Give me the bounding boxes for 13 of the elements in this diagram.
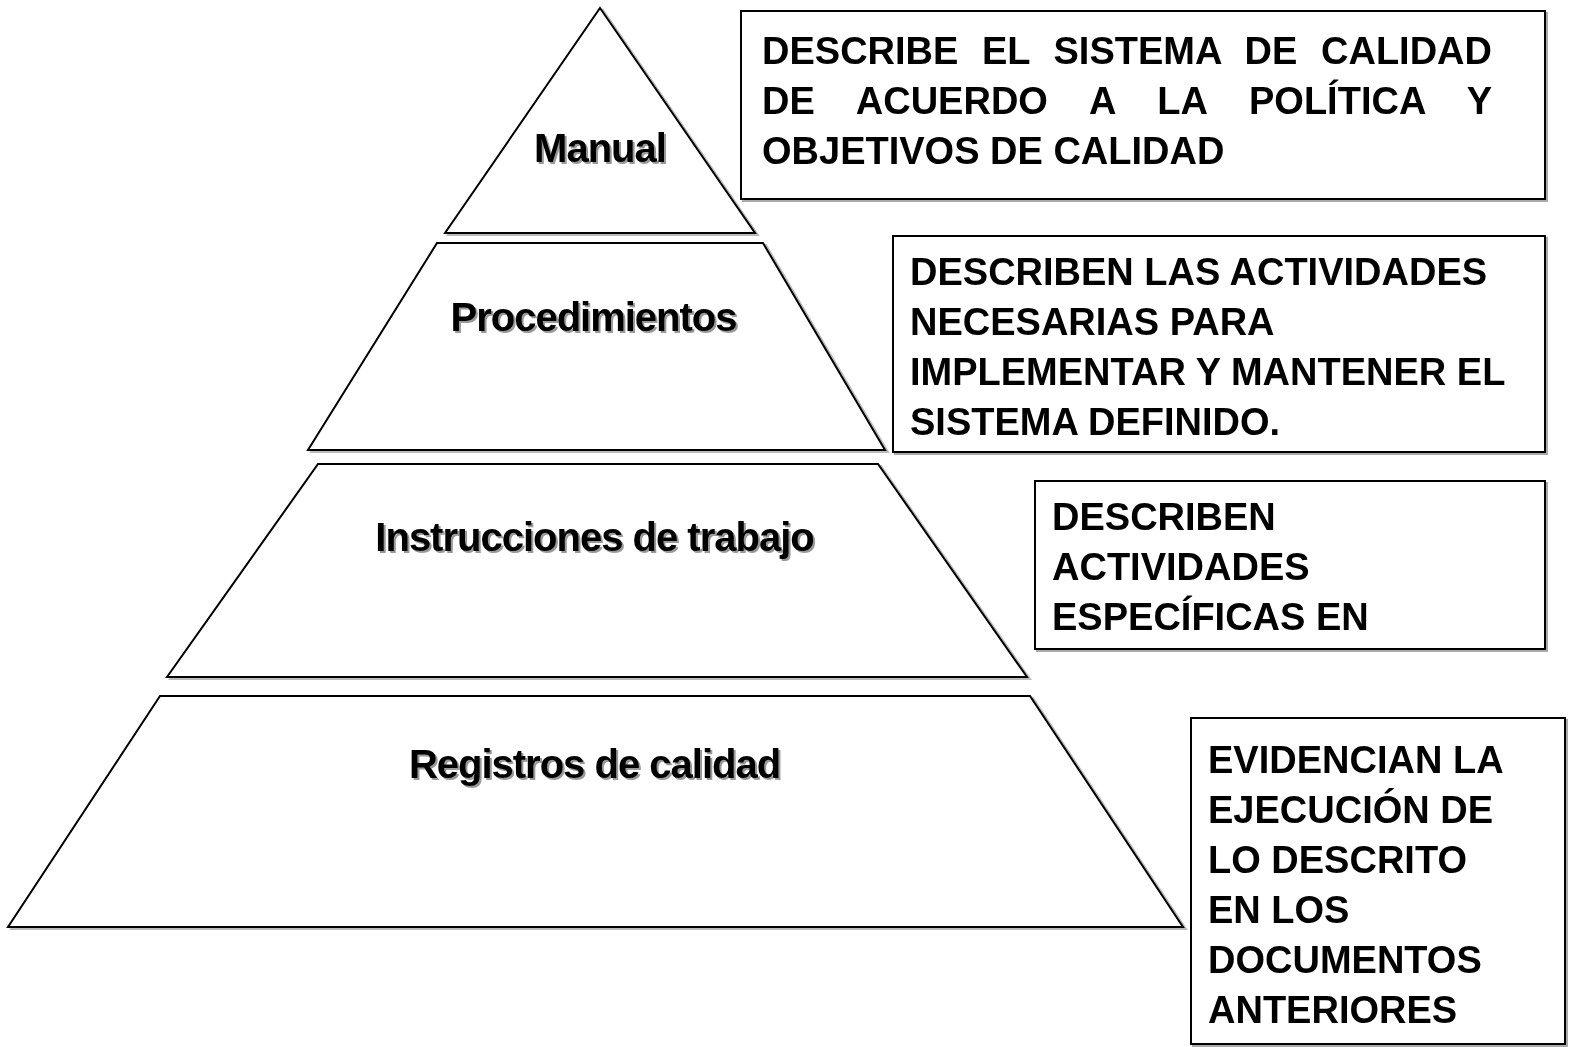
description-box [1190,717,1566,1045]
description-text: DESCRIBEN ACTIVIDADES ESPECÍFICAS EN [1052,495,1370,640]
description-text: DESCRIBEN LAS ACTIVIDADES NECESARIAS PARA IMPLEMENTAR Y MANTENER EL SISTEMA DEFINIDO. [910,250,1506,445]
tier-label: Instrucciones de trabajo [374,515,815,560]
description-box [1034,480,1546,650]
pyramid-top-triangle [440,8,760,236]
tier-label: Registros de calidad [407,742,782,787]
tier-label: Manual [533,126,667,171]
tier-label: Procedimientos [449,295,738,340]
description-text: EVIDENCIAN LA EJECUCIÓN DE LO DESCRITO EN LOS DOCUMENTOS ANTERIORES [1208,738,1504,1033]
pyramid-tier [4,692,1185,930]
description-box [892,235,1546,453]
description-text: DESCRIBE EL SISTEMA DE CALIDAD DE ACUERDO A LA POLÍTICA Y OBJETIVOS DE CALIDAD [762,29,1492,174]
